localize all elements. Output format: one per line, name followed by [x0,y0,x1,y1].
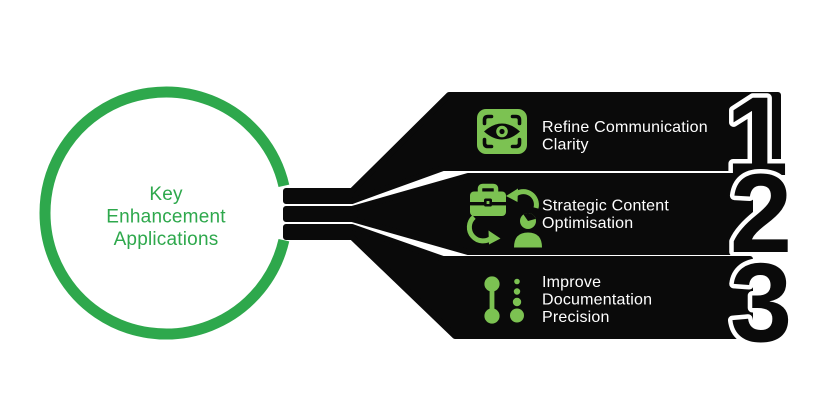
timeline-dots-icon [484,276,524,324]
item-3-label-line3: Precision [542,309,610,326]
item-2-label-line1: Strategic Content [542,198,669,215]
eye-focus-icon [477,109,527,154]
content-exchange-icon [466,183,542,248]
key-circle: Key Enhancement Applications [39,86,290,340]
circle-title-line1: Key [149,184,183,205]
banner-item-1: Refine Communication Clarity 1 [283,70,793,204]
item-3-label-line2: Documentation [542,292,652,309]
item-3-number: 3 [730,240,792,365]
banner-item-3: Improve Documentation Precision 3 [283,224,797,370]
item-1-label-line2: Clarity [542,137,589,154]
item-1-label-line1: Refine Communication [542,119,708,136]
item-3-label-line1: Improve [542,274,601,291]
circle-title-line3: Applications [114,229,219,250]
circle-title-line2: Enhancement [106,207,226,228]
item-2-label-line2: Optimisation [542,215,633,232]
banner-shape-1 [283,92,781,204]
banner-item-2: Strategic Content Optimisation 2 [283,147,797,281]
item-1-number: 1 [726,74,788,199]
circle-ring [39,86,290,340]
banner-shape-2 [283,173,753,255]
